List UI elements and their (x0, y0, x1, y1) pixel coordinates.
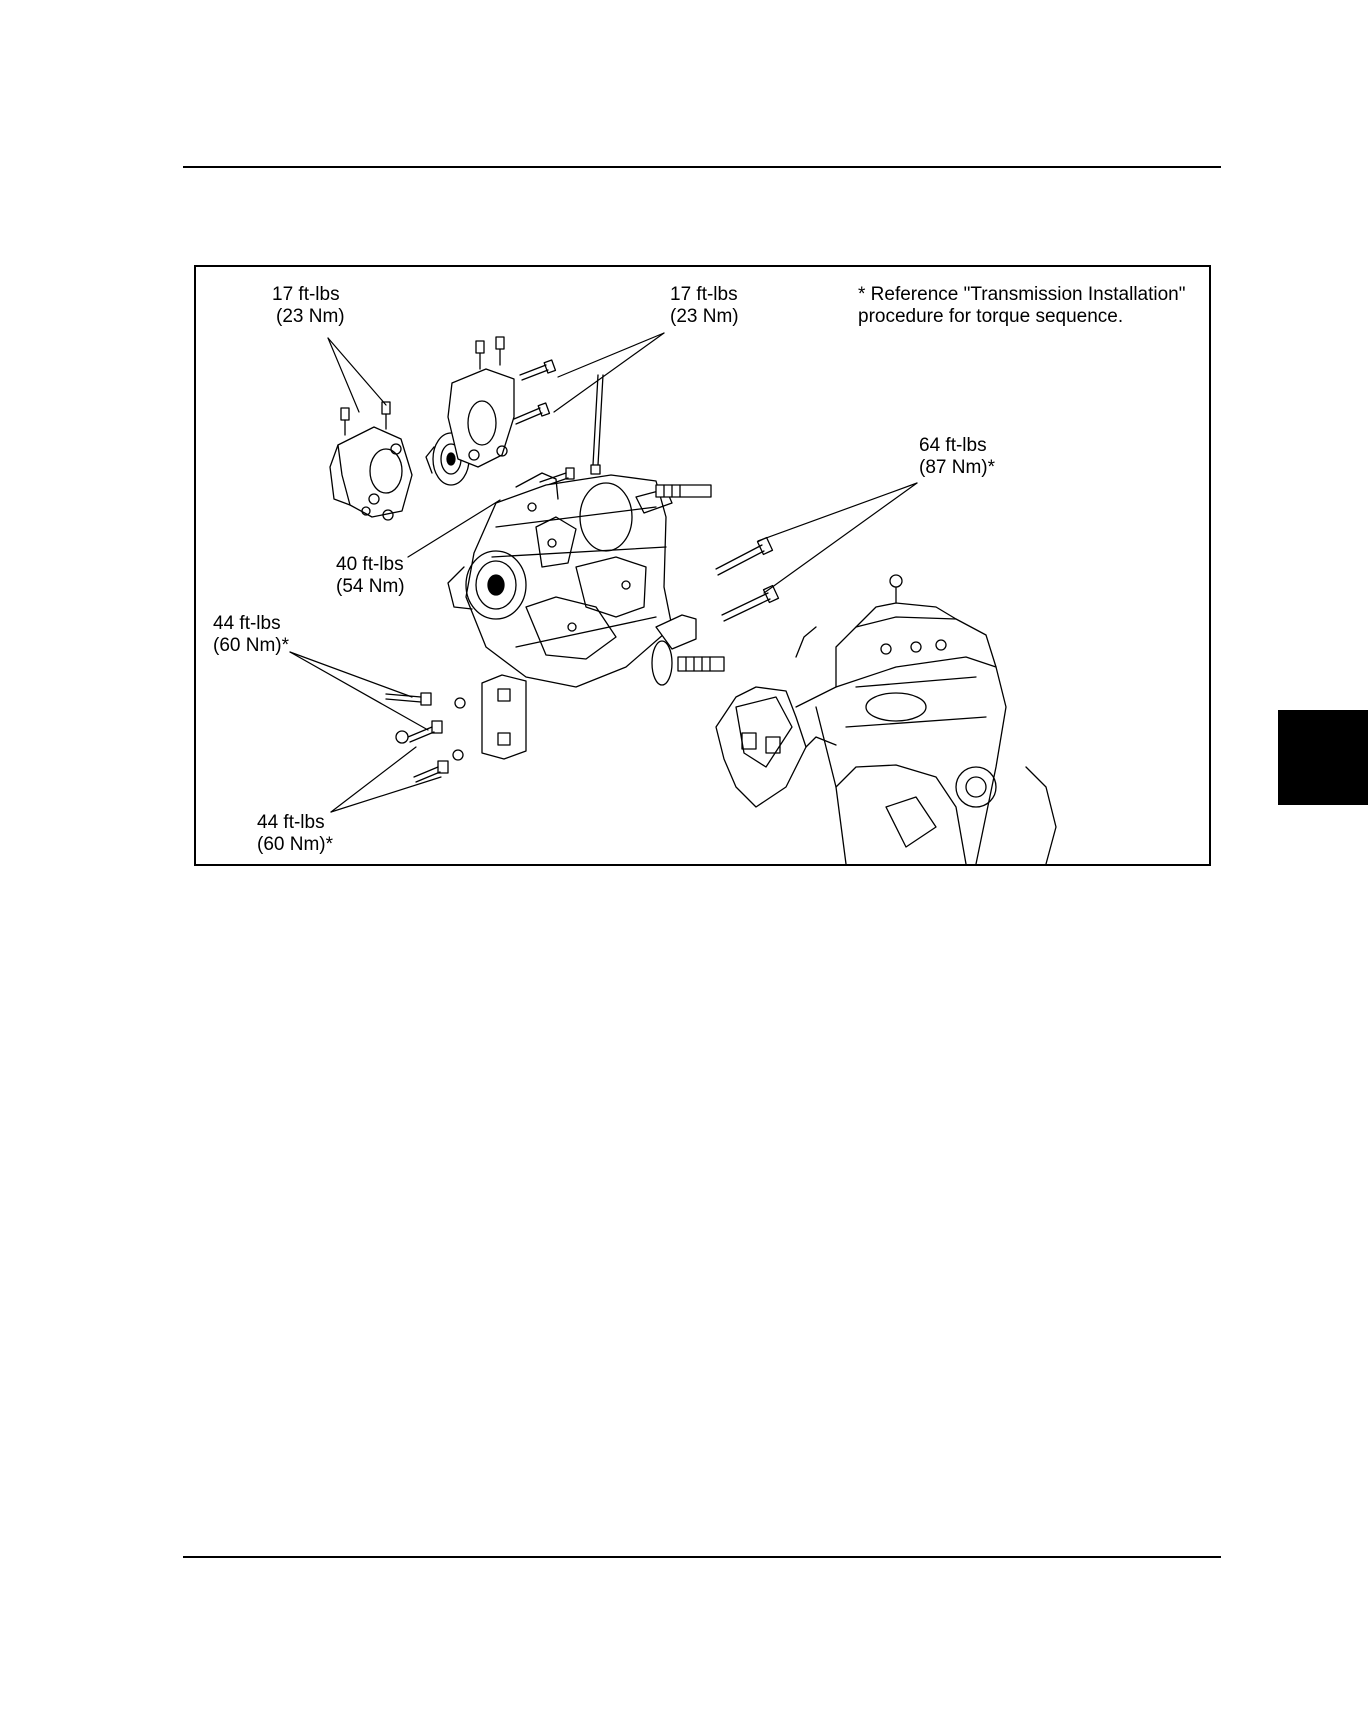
torque-value: 17 ft-lbs (670, 284, 739, 306)
torque-metric: (87 Nm)* (919, 457, 995, 479)
torque-sequence-note: * Reference "Transmission Installation" … (858, 284, 1185, 328)
torque-value: 64 ft-lbs (919, 435, 995, 457)
transmission-housing (448, 473, 724, 687)
torque-metric: (54 Nm) (336, 576, 405, 598)
torque-callout-center: 40 ft-lbs (54 Nm) (336, 554, 405, 598)
header-rule (183, 166, 1221, 168)
torque-metric: (60 Nm)* (213, 635, 289, 657)
chapter-tab (1278, 710, 1368, 805)
upper-bolts (514, 360, 603, 487)
torque-value: 44 ft-lbs (213, 613, 289, 635)
torque-callout-lower-left-bottom: 44 ft-lbs (60 Nm)* (257, 812, 333, 856)
torque-value: 40 ft-lbs (336, 554, 405, 576)
long-bolts (716, 538, 778, 621)
transmission-torque-figure: * Reference "Transmission Installation" … (194, 265, 1211, 866)
note-line-1: * Reference "Transmission Installation" (858, 284, 1185, 306)
note-line-2: procedure for torque sequence. (858, 306, 1185, 328)
right-bracket (448, 337, 514, 467)
torque-metric: (23 Nm) (670, 306, 739, 328)
torque-callout-lower-left-top: 44 ft-lbs (60 Nm)* (213, 613, 289, 657)
mount-block (386, 675, 526, 782)
torque-callout-upper-left: 17 ft-lbs (23 Nm) (272, 284, 345, 328)
footer-rule (183, 1556, 1221, 1558)
torque-callout-upper-center: 17 ft-lbs (23 Nm) (670, 284, 739, 328)
torque-metric: (60 Nm)* (257, 834, 333, 856)
engine (716, 575, 1056, 864)
torque-value: 17 ft-lbs (272, 284, 345, 306)
torque-metric: (23 Nm) (272, 306, 345, 328)
torque-callout-right: 64 ft-lbs (87 Nm)* (919, 435, 995, 479)
left-bracket (330, 402, 412, 520)
torque-value: 44 ft-lbs (257, 812, 333, 834)
